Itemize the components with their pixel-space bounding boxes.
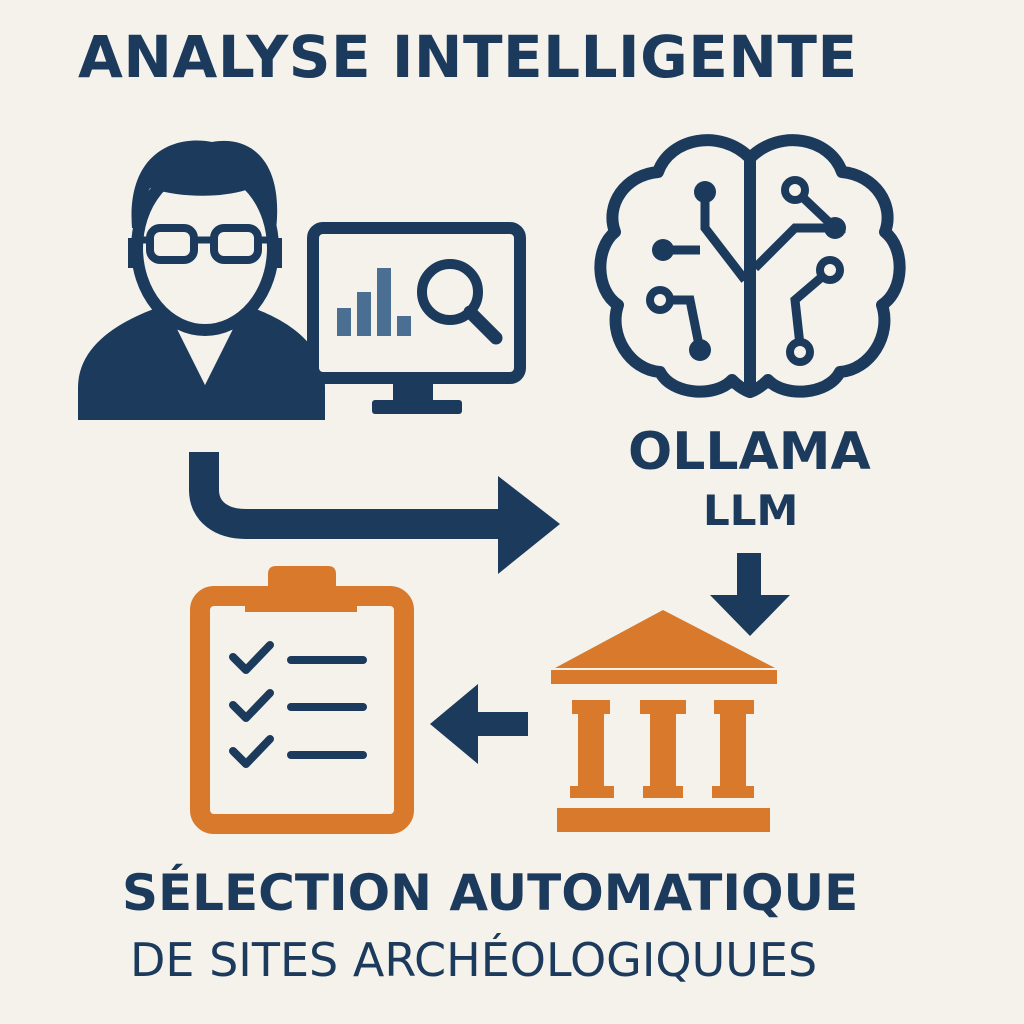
museum-building-icon	[551, 610, 777, 832]
flow-arrow-down	[710, 553, 790, 636]
llm-type-label: LLM	[703, 486, 799, 535]
user-with-glasses-icon	[78, 140, 325, 420]
monitor-analytics-icon	[307, 222, 526, 414]
diagram-title: ANALYSE INTELLIGENTE	[78, 23, 858, 91]
flow-arrow-right	[189, 452, 560, 574]
flow-arrow-left	[430, 684, 528, 764]
llm-name-label: OLLAMA	[628, 422, 871, 482]
clipboard-checklist-icon	[190, 566, 414, 834]
footer-title: SÉLECTION AUTOMATIQUE	[122, 864, 859, 922]
brain-circuit-icon	[594, 134, 906, 398]
footer-subtitle: DE SITES ARCHÉOLOGIQUUES	[130, 933, 818, 987]
